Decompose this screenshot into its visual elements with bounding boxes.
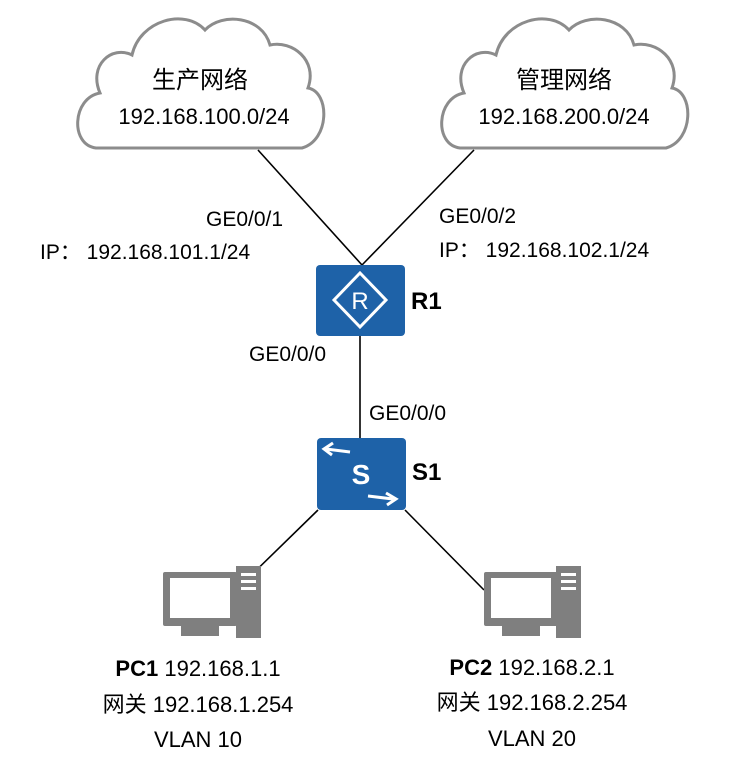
router-diamond [331,270,389,330]
router-ip-mgmt-label: IP： 192.168.102.1/24 [439,239,649,262]
pc1-label-line2: 网关 192.168.1.254 [103,692,294,717]
switch-arrows-icon [321,441,399,507]
pc1-vlan: VLAN 10 [154,727,242,752]
pc1-name: PC1 [115,656,158,681]
router-icon [316,265,405,336]
router-port-prod-label: GE0/0/1 [206,208,283,231]
link-mgmt-router [361,149,475,266]
link-prod-router [257,149,363,266]
cloud-production: 生产网络 192.168.100.0/24 [76,17,326,150]
router-ip-prod-label: IP： 192.168.101.1/24 [40,241,250,264]
pc2-label-line2: 网关 192.168.2.254 [437,690,628,715]
router-r1: R R1 [316,265,442,336]
pc1-gateway-label: 网关 [103,692,147,717]
pc-icon [484,566,581,638]
cloud-production-subnet: 192.168.100.0/24 [118,104,289,129]
router-port-down-label: GE0/0/0 [249,343,326,366]
pc2-ip: 192.168.2.1 [498,655,614,680]
switch-name: S1 [412,459,441,486]
pc1-ip: 192.168.1.1 [164,656,280,681]
pc2-gateway: 192.168.2.254 [487,690,628,715]
pc2-vlan: VLAN 20 [488,726,576,751]
cloud-management-subnet: 192.168.200.0/24 [478,104,649,129]
switch-s1: S S1 [317,438,441,510]
pc2-label-line1: PC2 192.168.2.1 [449,655,614,680]
cloud-production-name: 生产网络 [152,67,248,94]
cloud-management-name: 管理网络 [516,67,612,94]
pc1-gateway: 192.168.1.254 [153,692,294,717]
switch-port-up-label: GE0/0/0 [369,402,446,425]
cloud-management: 管理网络 192.168.200.0/24 [440,17,690,150]
router-name: R1 [411,288,442,315]
link-switch-pc2 [404,509,485,591]
cloud-icon [76,17,326,150]
cloud-icon [440,17,690,150]
pc2-name: PC2 [449,655,492,680]
pc1 [163,566,261,638]
router-port-mgmt-label: GE0/0/2 [439,205,516,228]
pc1-label-line1: PC1 192.168.1.1 [115,656,280,681]
pc-icon [163,566,261,638]
pc2-gateway-label: 网关 [437,690,481,715]
pc2 [484,566,581,638]
router-icon-letter: R [351,288,368,315]
switch-icon-letter: S [352,459,371,490]
switch-icon [317,438,406,510]
